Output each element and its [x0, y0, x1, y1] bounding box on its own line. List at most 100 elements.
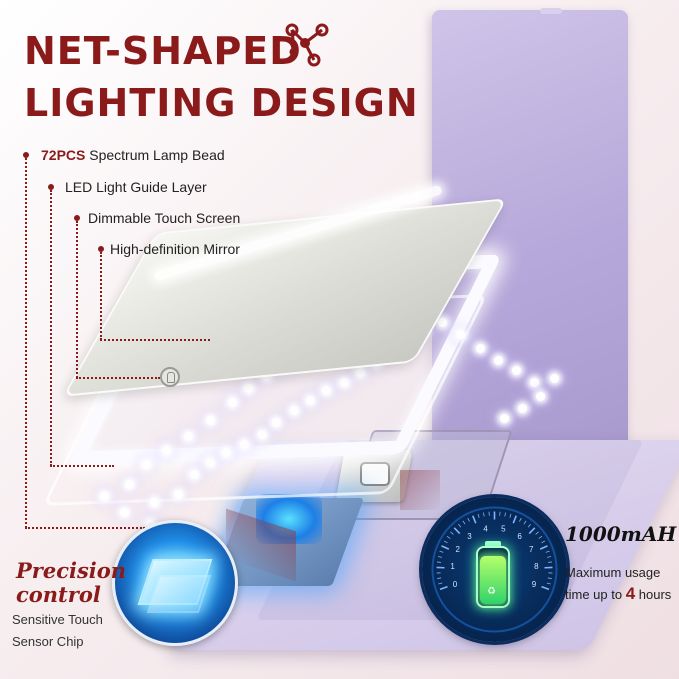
leader-line-2	[50, 190, 52, 466]
usage-hours: 4	[625, 584, 636, 603]
gauge-tick	[467, 517, 470, 522]
zoom-beam-right	[400, 470, 440, 510]
led-bead	[550, 374, 559, 383]
led-bead	[340, 378, 349, 387]
gauge-tick	[546, 582, 551, 585]
led-bead	[240, 440, 249, 449]
gauge-tick	[446, 535, 451, 539]
gauge-tick	[535, 531, 539, 535]
layer-dot-3	[74, 215, 80, 221]
led-bead	[476, 344, 485, 353]
led-bead	[536, 392, 545, 401]
led-bead	[150, 498, 159, 507]
led-bead	[438, 318, 447, 327]
gauge-tick	[547, 556, 552, 558]
precision-title-1: Precision	[16, 558, 127, 583]
gauge-tick	[450, 531, 454, 535]
leader-line-1	[25, 158, 27, 528]
battery-cap	[485, 541, 501, 547]
gauge-tick	[483, 512, 485, 517]
led-bead	[530, 378, 539, 387]
gauge-tick	[527, 523, 531, 528]
led-bead	[306, 396, 315, 405]
gauge-tick	[541, 540, 546, 544]
layer-label-4: High-definition Mirror	[110, 241, 240, 257]
layer-label-2-text: LED Light Guide Layer	[65, 179, 207, 195]
leader-line-4b	[100, 339, 210, 341]
led-bead	[162, 446, 171, 455]
gauge-tick	[439, 585, 448, 591]
gauge-number: 6	[517, 532, 522, 541]
gauge-tick	[528, 527, 536, 535]
title-line-2: LIGHTING DESIGN	[24, 81, 419, 125]
led-bead	[512, 366, 521, 375]
leader-line-1b	[25, 527, 145, 529]
led-bead	[322, 386, 331, 395]
gauge-ring	[431, 506, 558, 633]
gauge-tick	[539, 545, 548, 550]
led-bead	[456, 330, 465, 339]
sensor-chip-zoom	[112, 520, 238, 646]
gauge-tick	[547, 561, 553, 563]
gauge-tick	[477, 513, 480, 518]
gauge-number: 9	[532, 580, 537, 589]
gauge-tick	[437, 556, 442, 558]
gauge-tick	[512, 515, 517, 524]
gauge-tick	[439, 550, 444, 553]
precision-title-2: control	[16, 582, 101, 607]
gauge-number: 1	[450, 562, 455, 571]
led-bead	[184, 432, 193, 441]
layer-label-1: 72PCS Spectrum Lamp Bead	[41, 147, 225, 163]
gauge-tick	[547, 577, 552, 579]
led-bead	[206, 458, 215, 467]
gauge-tick	[438, 582, 443, 585]
gauge-number: 0	[453, 580, 458, 589]
gauge-tick	[523, 520, 527, 525]
gauge-tick	[453, 527, 461, 535]
layer-dot-2	[48, 184, 54, 190]
led-bead	[100, 492, 109, 501]
gauge-tick	[504, 512, 506, 517]
leader-line-2b	[50, 465, 114, 467]
gauge-number: 3	[467, 532, 472, 541]
led-bead	[125, 480, 134, 489]
gauge-number: 7	[529, 545, 534, 554]
led-bead	[120, 508, 129, 517]
gauge-tick	[538, 535, 543, 539]
sensor-desc-1: Sensitive Touch	[12, 612, 103, 627]
led-bead	[244, 384, 253, 393]
led-bead	[174, 490, 183, 499]
title-line-1: NET-SHAPED	[24, 29, 302, 73]
layer-label-1-text: Spectrum Lamp Bead	[89, 147, 225, 163]
gauge-tick	[437, 577, 442, 579]
layer-dot-4	[98, 246, 104, 252]
gauge-number: 2	[456, 545, 461, 554]
gauge-tick	[462, 520, 466, 525]
gauge-tick	[545, 550, 550, 553]
layer-dot-1	[23, 152, 29, 158]
battery-fill	[480, 556, 506, 604]
recycle-icon: ♻	[487, 586, 496, 597]
gauge-tick	[436, 561, 442, 563]
gauge-tick	[509, 513, 512, 518]
sensor-desc-2: Sensor Chip	[12, 634, 84, 649]
led-bead	[356, 368, 365, 377]
gauge-tick	[458, 523, 462, 528]
led-bead	[190, 470, 199, 479]
layer-label-4-text: High-definition Mirror	[110, 241, 240, 257]
leader-line-4	[100, 252, 102, 340]
usage-text: Maximum usage time up to 4 hours	[565, 562, 671, 605]
gauge-tick	[472, 515, 477, 524]
led-bead	[142, 460, 151, 469]
usb-port	[360, 462, 390, 486]
layer-label-2: LED Light Guide Layer	[65, 179, 207, 195]
usage-prefix: time up to	[565, 587, 626, 602]
gauge-tick	[443, 540, 448, 544]
leader-line-3	[76, 221, 78, 378]
layer-label-3: Dimmable Touch Screen	[88, 210, 240, 226]
leader-line-3b	[76, 377, 160, 379]
usage-line-1: Maximum usage	[565, 565, 661, 580]
led-bead	[222, 448, 231, 457]
led-bead	[518, 404, 527, 413]
